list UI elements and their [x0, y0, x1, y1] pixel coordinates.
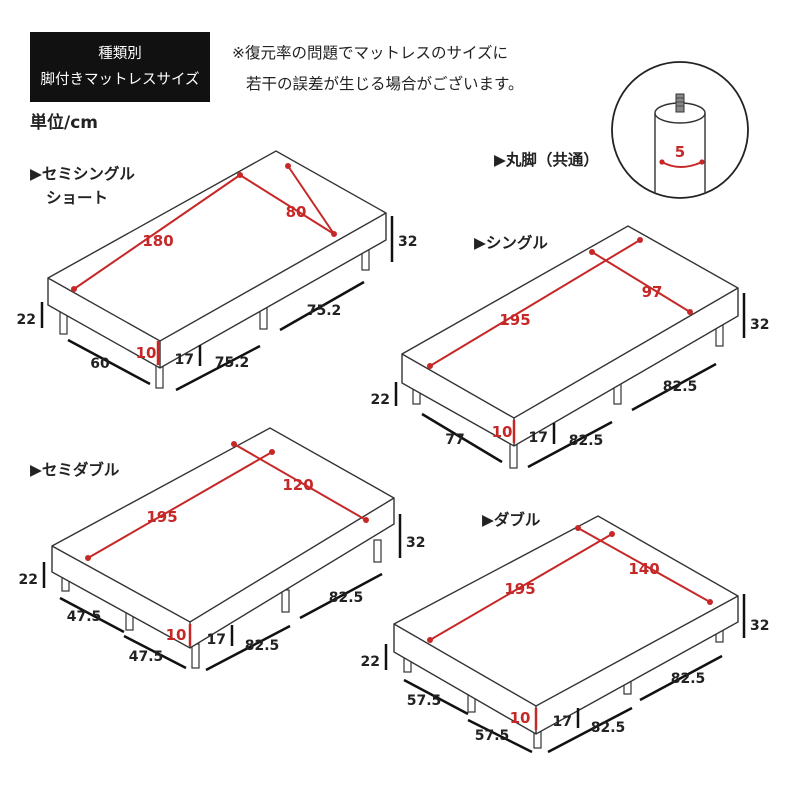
semi-double-leg-pitch-front: 82.5: [245, 638, 280, 654]
title-box: 種類別 脚付きマットレスサイズ: [30, 32, 210, 102]
double-diagram: 195 140 10 32 22 17 57.5 57.5 82.5 82.5: [361, 515, 769, 754]
double-thickness: 10: [510, 709, 531, 727]
unit-label: 単位/cm: [30, 113, 98, 133]
mattress-outline: [401, 225, 739, 447]
leg: [373, 539, 382, 563]
semi-single-short-total-height: 32: [398, 234, 417, 250]
semi-single-short-length: 180: [142, 232, 173, 250]
semi-double-leg-pitch-width-b: 47.5: [129, 649, 164, 665]
semi-single-short-leg-pitch-width: 60: [90, 356, 110, 372]
double-title: ▶ダブル: [482, 511, 541, 529]
semi-double-leg-height: 17: [207, 632, 226, 648]
single-thickness: 10: [492, 423, 513, 441]
semi-double-leg-pitch-back: 82.5: [329, 590, 364, 606]
semi-single-short-leg-height: 17: [175, 352, 194, 368]
note-line-2: 若干の誤差が生じる場合がございます。: [246, 75, 524, 93]
semi-single-short-title: ▶セミシングル ショート: [30, 162, 135, 210]
title-line-2: 脚付きマットレスサイズ: [40, 72, 200, 88]
leg-detail-circle: [611, 61, 749, 199]
single-total-height: 32: [750, 317, 769, 333]
disclaimer-note: ※復元率の問題でマットレスのサイズに 若干の誤差が生じる場合がございます。: [232, 38, 523, 100]
single-leg-pitch-width: 77: [445, 432, 464, 448]
single-width: 97: [642, 283, 663, 301]
semi-single-short-diagram: 180 80 10 32 22 17 60 75.2 75.2: [17, 150, 417, 392]
semi-single-short-title-line-2: ショート: [46, 189, 109, 207]
double-width: 140: [628, 560, 659, 578]
double-leg-pitch-width-a: 57.5: [407, 693, 442, 709]
semi-double-title: ▶セミダブル: [30, 461, 120, 479]
leg-diameter-arc: [661, 161, 703, 168]
leg: [281, 589, 290, 613]
semi-single-short-thickness: 10: [136, 344, 157, 362]
double-leg-pitch-front: 82.5: [591, 720, 626, 736]
leg-title: ▶丸脚（共通）: [494, 151, 599, 169]
single-diagram: 195 97 10 32 22 17 77 82.5 82.5: [371, 225, 769, 469]
leg-cylinder: [654, 113, 706, 194]
semi-double-total-height: 32: [406, 535, 425, 551]
semi-single-short-width: 80: [286, 203, 307, 221]
double-total-height: 32: [750, 618, 769, 634]
single-leg-pitch-front: 82.5: [569, 433, 604, 449]
leg-detail: 5: [611, 61, 749, 199]
double-leg-height: 17: [553, 714, 572, 730]
semi-single-short-leg-pitch-front: 75.2: [215, 355, 250, 371]
single-leg-pitch-back: 82.5: [663, 379, 698, 395]
double-leg-pitch-back: 82.5: [671, 671, 706, 687]
semi-single-short-title-line-1: ▶セミシングル: [30, 165, 135, 183]
title-line-1: 種類別: [98, 46, 142, 62]
semi-double-leg-pitch-width-a: 47.5: [67, 609, 102, 625]
double-leg-pitch-width-b: 57.5: [475, 728, 510, 744]
single-height-with-legs: 22: [371, 392, 390, 408]
semi-double-height-with-legs: 22: [19, 572, 38, 588]
semi-double-diagram: 195 120 10 32 22 17 47.5 47.5 82.5 82.5: [19, 427, 425, 672]
single-leg-height: 17: [529, 430, 548, 446]
mattress-outline: [47, 150, 387, 369]
leg: [191, 643, 200, 669]
semi-double-width: 120: [282, 476, 313, 494]
double-length: 195: [504, 580, 535, 598]
semi-single-short-height-with-legs: 22: [17, 312, 36, 328]
leg-bolt-icon: [675, 93, 685, 113]
note-line-1: ※復元率の問題でマットレスのサイズに: [232, 44, 509, 62]
leg-diameter-label: 5: [675, 143, 685, 161]
single-length: 195: [499, 311, 530, 329]
semi-single-short-leg-pitch-back: 75.2: [307, 303, 342, 319]
mattress-outline: [51, 427, 395, 649]
double-height-with-legs: 22: [361, 654, 380, 670]
semi-double-thickness: 10: [166, 626, 187, 644]
single-title: ▶シングル: [474, 234, 548, 252]
semi-double-length: 195: [146, 508, 177, 526]
